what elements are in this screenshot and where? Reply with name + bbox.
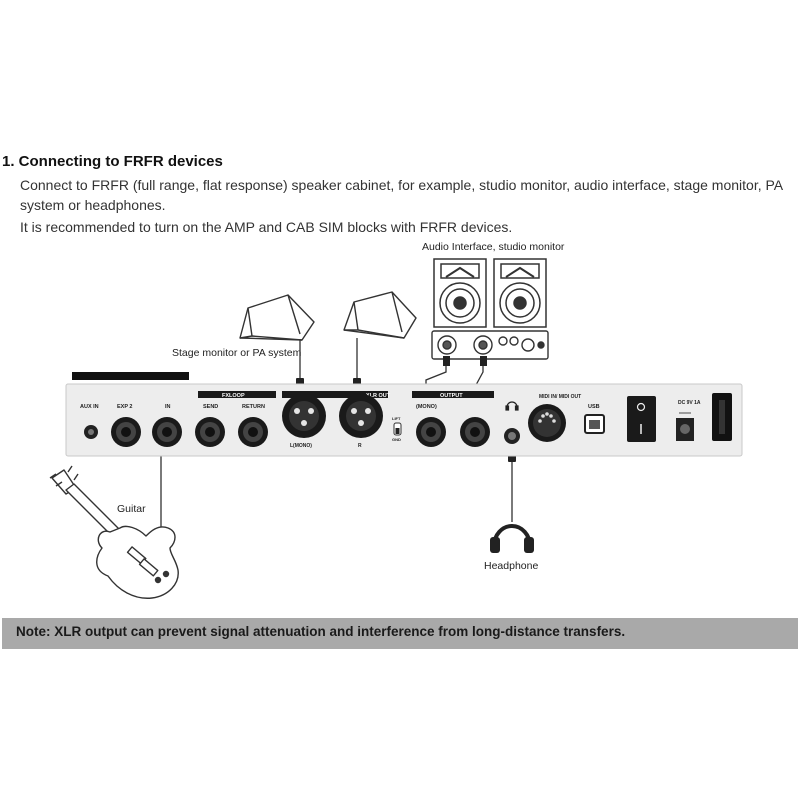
device-rear-panel: [65, 383, 743, 457]
dc-power-jack[interactable]: [676, 412, 694, 441]
audio-interface-icon: [431, 330, 549, 360]
note-text: Note: XLR output can prevent signal atte…: [16, 624, 626, 639]
intro-paragraph: Connect to FRFR (full range, flat respon…: [20, 177, 783, 213]
exp2-label: EXP 2: [117, 404, 133, 410]
aux-in-label: AUX IN: [80, 404, 99, 410]
l-mono-label: L(MONO): [290, 443, 312, 449]
panel-top-bar: [72, 372, 189, 380]
guitar-label: Guitar: [117, 503, 146, 515]
headphone-label: Headphone: [484, 560, 538, 572]
stage-monitor-right-icon: [343, 291, 417, 339]
midi-port[interactable]: [528, 404, 566, 442]
send-label: SEND: [203, 404, 218, 410]
output-left-jack[interactable]: [416, 417, 446, 447]
in-jack[interactable]: [152, 417, 182, 447]
guitar-icon: [49, 465, 179, 599]
return-jack[interactable]: [238, 417, 268, 447]
in-label: IN: [165, 404, 171, 410]
fxloop-label: FXLOOP: [222, 393, 245, 399]
xlr-right-connector[interactable]: [339, 394, 383, 438]
output-label: OUTPUT: [440, 393, 463, 399]
ground-lift-switch[interactable]: [393, 422, 402, 436]
dc-label: DC 9V 1A: [678, 400, 701, 406]
gnd-label: GND: [392, 437, 401, 442]
note-banner: Note: XLR output can prevent signal atte…: [2, 618, 798, 649]
headphone-jack[interactable]: [504, 428, 520, 444]
stage-monitor-left-icon: [239, 294, 315, 341]
power-switch[interactable]: [627, 396, 656, 442]
send-jack[interactable]: [195, 417, 225, 447]
studio-monitor-left-icon: [433, 258, 487, 328]
return-label: RETURN: [242, 404, 265, 410]
output-header: [412, 391, 494, 398]
xlr-out-label: XLR OUT: [366, 393, 391, 399]
output-l-label: (MONO): [416, 404, 437, 410]
usb-label: USB: [588, 404, 600, 410]
headphone-symbol-icon: [505, 401, 519, 411]
output-right-jack[interactable]: [460, 417, 490, 447]
lift-label: LIFT: [392, 416, 401, 421]
usb-port[interactable]: [584, 414, 605, 434]
xlr-left-connector[interactable]: [282, 394, 326, 438]
midi-label: MIDI IN/ MIDI OUT: [539, 394, 581, 400]
recommendation-paragraph: It is recommended to turn on the AMP and…: [20, 219, 513, 235]
aux-in-jack[interactable]: [84, 425, 98, 439]
stage-monitor-label: Stage monitor or PA system: [172, 347, 302, 359]
headphones-icon: [490, 524, 534, 553]
exp2-jack[interactable]: [111, 417, 141, 447]
fxloop-header: [198, 391, 276, 398]
xlr-out-header: [282, 391, 388, 398]
studio-monitor-right-icon: [493, 258, 547, 328]
section-heading: 1. Connecting to FRFR devices: [2, 153, 223, 170]
r-label: R: [358, 443, 362, 449]
audio-interface-label: Audio Interface, studio monitor: [422, 241, 565, 253]
